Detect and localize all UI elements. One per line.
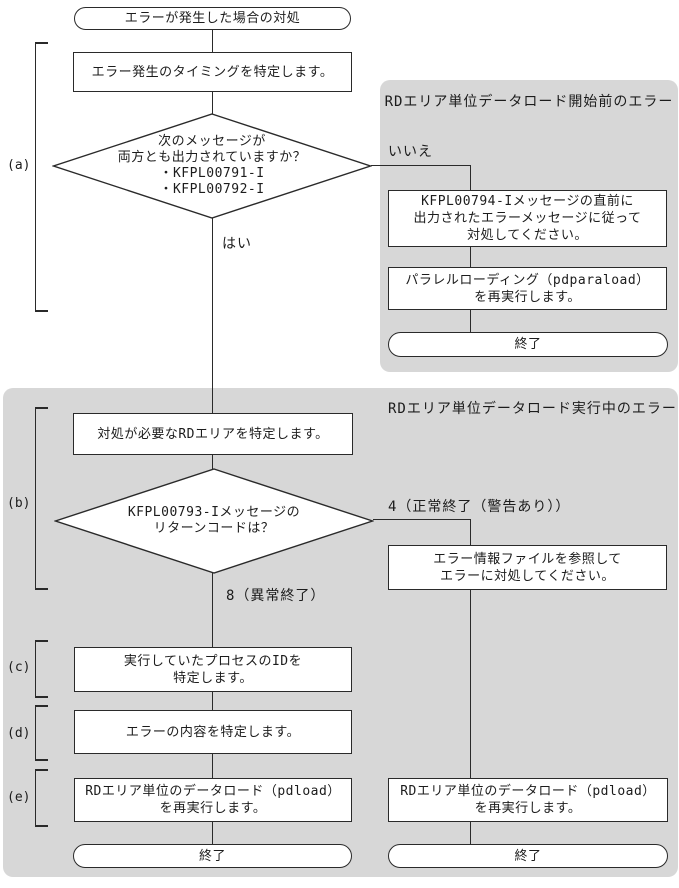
- label-yes: はい: [222, 236, 252, 252]
- decision-messages-text: 次のメッセージが 両方とも出力されていますか？ ・KFPL00791-I ・KF…: [117, 134, 307, 197]
- connector: [470, 165, 472, 190]
- decision-returncode-text: KFPL00793-Iメッセージの リターンコードは？: [127, 505, 301, 536]
- step-identify-process-id: 実行していたプロセスのIDを 特定します。: [74, 647, 352, 692]
- connector: [470, 519, 472, 545]
- connector: [212, 692, 214, 710]
- connector: [470, 590, 472, 778]
- connector: [470, 822, 472, 844]
- step-identify-rdarea: 対処が必要なRDエリアを特定します。: [73, 413, 353, 455]
- bracket-e: [35, 769, 48, 827]
- bracket-b-label: (b): [7, 496, 31, 511]
- connector: [470, 247, 472, 267]
- connector: [470, 310, 472, 332]
- end-terminator-left: 終了: [73, 844, 352, 868]
- bracket-b: [35, 407, 48, 590]
- connector: [212, 822, 214, 844]
- panel-before-load-title: RDエリア単位データロード開始前のエラー: [384, 94, 674, 110]
- bracket-d-label: (d): [7, 726, 31, 741]
- label-returncode-4: 4（正常終了（警告あり））: [388, 499, 571, 515]
- decision-returncode-diamond: [54, 468, 374, 574]
- end-terminator-right: 終了: [388, 844, 668, 868]
- end-terminator-before: 終了: [388, 332, 668, 357]
- step-rerun-pdload-left: RDエリア単位のデータロード（pdload） を再実行します。: [74, 778, 352, 822]
- step-rerun-pdload-right: RDエリア単位のデータロード（pdload） を再実行します。: [388, 778, 668, 822]
- decision-messages-diamond: [52, 113, 372, 219]
- step-error-file: エラー情報ファイルを参照して エラーに対処してください。: [388, 545, 667, 590]
- bracket-e-label: (e): [7, 790, 31, 805]
- step-identify-error-content: エラーの内容を特定します。: [74, 710, 352, 754]
- connector: [373, 519, 470, 521]
- bracket-c: [35, 640, 48, 698]
- connector: [212, 754, 214, 778]
- connector: [212, 218, 214, 413]
- bracket-a: [35, 42, 48, 312]
- connector: [212, 572, 214, 647]
- panel-during-load-title: RDエリア単位データロード実行中のエラー: [388, 401, 677, 417]
- bracket-c-label: (c): [7, 660, 31, 675]
- label-no: いいえ: [388, 144, 433, 160]
- start-terminator: エラーが発生した場合の対処: [74, 7, 351, 30]
- connector: [212, 92, 214, 114]
- connector: [212, 29, 214, 52]
- connector: [212, 455, 214, 469]
- step-rerun-pdparaload: パラレルローディング（pdparaload） を再実行します。: [388, 267, 667, 310]
- step-kfpl00794-message: KFPL00794-Iメッセージの直前に 出力されたエラーメッセージに従って 対…: [388, 190, 667, 247]
- step-identify-timing: エラー発生のタイミングを特定します。: [73, 52, 352, 92]
- bracket-d: [35, 705, 48, 761]
- label-returncode-8: 8（異常終了）: [226, 588, 326, 604]
- bracket-a-label: (a): [7, 158, 31, 173]
- connector: [371, 165, 470, 167]
